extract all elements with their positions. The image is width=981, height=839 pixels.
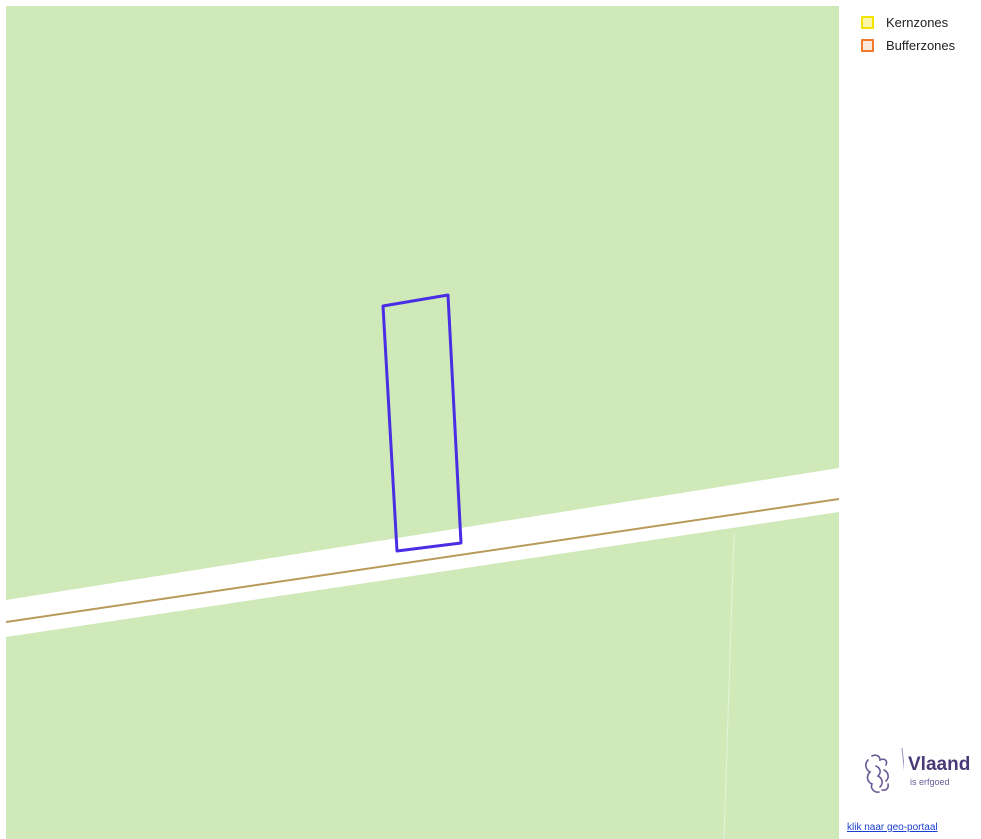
road-centerline <box>6 498 839 623</box>
flemish-lion-icon <box>865 747 904 793</box>
geo-portal-link[interactable]: klik naar geo-portaal <box>847 822 938 833</box>
selected-parcel-outline[interactable] <box>381 293 463 553</box>
logo-subtitle: is erfgoed <box>910 777 950 787</box>
kernzones-swatch-icon <box>861 15 874 29</box>
legend-label: Kernzones <box>886 14 949 30</box>
legend-label: Bufferzones <box>886 37 956 53</box>
logo-title: Vlaand <box>908 754 971 775</box>
map-view[interactable] <box>6 6 839 839</box>
legend-item-kernzones: Kernzones <box>861 12 955 32</box>
parcel-boundary-line <box>723 533 735 839</box>
bufferzones-swatch-icon <box>861 38 874 52</box>
map-canvas[interactable] <box>6 6 839 839</box>
land-area <box>6 6 839 839</box>
vlaanderen-logo: Vlaand is erfgoed <box>858 744 981 804</box>
legend-item-bufferzones: Bufferzones <box>861 35 955 55</box>
road <box>6 468 839 637</box>
legend: Kernzones Bufferzones <box>861 12 955 58</box>
